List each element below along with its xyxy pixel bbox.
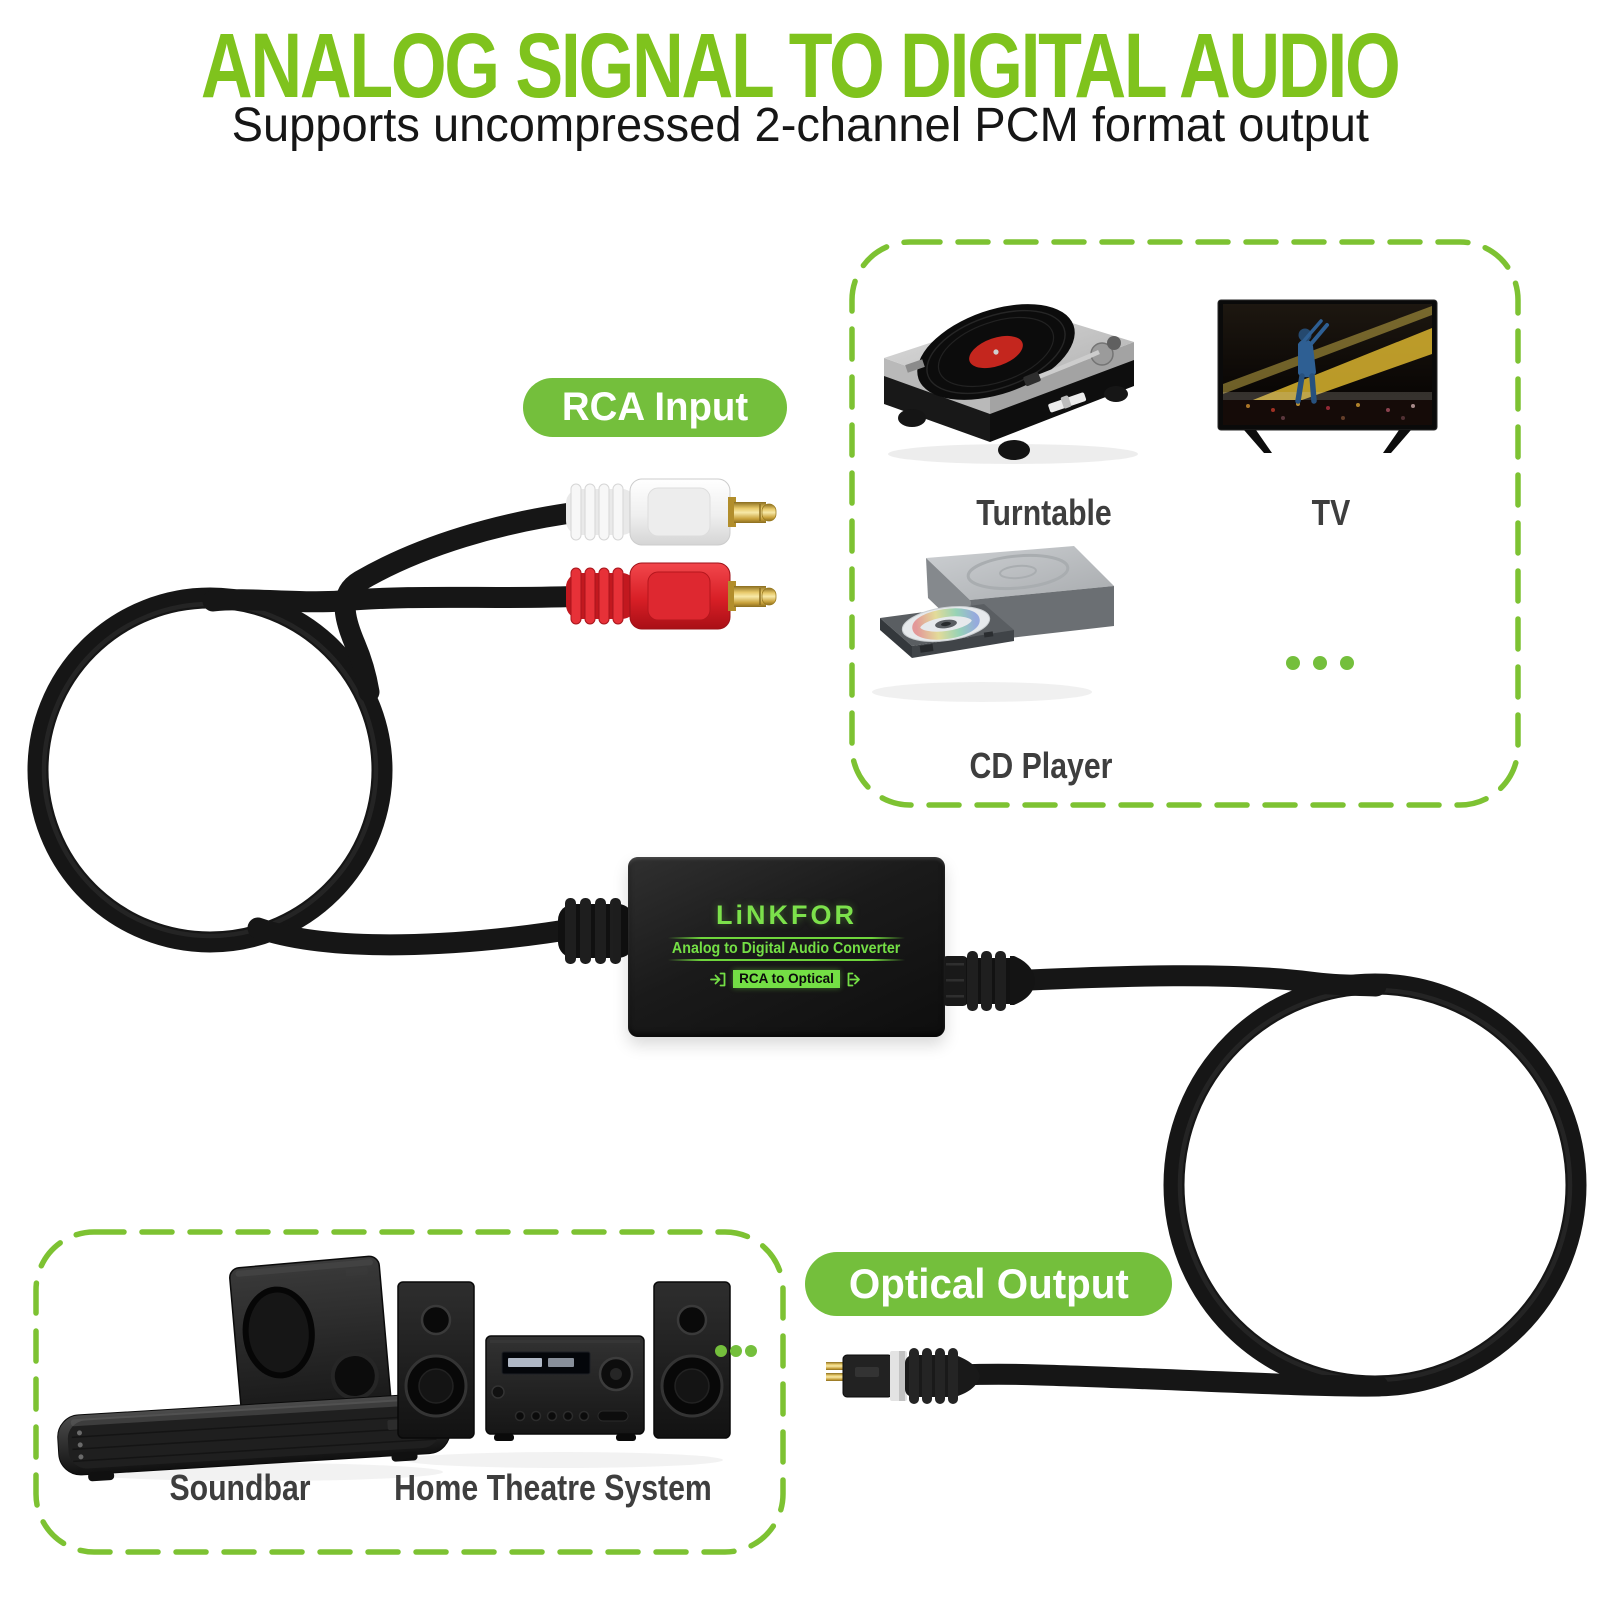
rca-plug-red [566, 562, 777, 630]
rca-white-cable [334, 500, 596, 703]
more-source-devices-dots [1286, 656, 1354, 670]
signal-out-arrow-icon [847, 972, 860, 986]
dot [745, 1345, 757, 1357]
rca-input-label-text: RCA Input [561, 385, 749, 429]
page-title: ANALOG SIGNAL TO DIGITAL AUDIO [0, 20, 1600, 112]
tonearm [1023, 336, 1121, 387]
converter-badge-row: RCA to Optical [628, 969, 945, 989]
label-turntable: Turntable [976, 492, 1112, 533]
label-home-theatre-system: Home Theatre System [394, 1467, 712, 1508]
rca-red-cable [202, 585, 596, 613]
dot [1313, 656, 1327, 670]
right-speaker [653, 1281, 731, 1439]
dot [715, 1345, 727, 1357]
home-theatre-illustration [397, 1281, 731, 1468]
rca-plug-white [566, 478, 777, 546]
turntable-illustration [884, 304, 1138, 464]
cd-player-illustration [872, 546, 1114, 702]
soundbar-illustration [57, 1255, 451, 1482]
output-devices-box [33, 1229, 786, 1555]
page-title-text: ANALOG SIGNAL TO DIGITAL AUDIO [201, 15, 1401, 117]
receiver [485, 1335, 645, 1441]
label-tv: TV [1311, 492, 1351, 533]
converter-right-plug [942, 951, 1035, 1011]
tv-illustration [1217, 299, 1438, 453]
converter-divider-bottom [668, 959, 905, 961]
optical-cable-bottom [951, 1363, 1389, 1397]
converter-divider-top [668, 937, 905, 939]
page-subtitle: Supports uncompressed 2-channel PCM form… [0, 99, 1600, 153]
toslink-plug [826, 1348, 980, 1404]
cables [202, 500, 1389, 1397]
optical-cable-top [1019, 965, 1387, 997]
converter-product-name: Analog to Digital Audio Converter [628, 940, 945, 958]
source-devices-box [849, 239, 1521, 808]
converter-brand: LiNKFOR [716, 900, 857, 930]
page-subtitle-text: Supports uncompressed 2-channel PCM form… [231, 99, 1369, 152]
subwoofer [229, 1255, 394, 1438]
left-speaker [397, 1281, 475, 1439]
dot [1340, 656, 1354, 670]
rca-input-label: RCA Input [523, 378, 787, 437]
more-output-devices-dots [715, 1345, 757, 1357]
bar [57, 1393, 451, 1482]
converter-left-boot [558, 898, 634, 964]
performer-silhouette [1295, 319, 1329, 404]
dot [730, 1345, 742, 1357]
cd-disc [901, 606, 991, 642]
converter-badge: RCA to Optical [733, 970, 840, 988]
dot [1286, 656, 1300, 670]
cable-coil-right [1163, 973, 1587, 1397]
label-soundbar: Soundbar [169, 1467, 311, 1508]
converter-product-name-text: Analog to Digital Audio Converter [672, 940, 901, 957]
converter-device: LiNKFOR Analog to Digital Audio Converte… [628, 857, 945, 1037]
optical-output-label-text: Optical Output [848, 1260, 1129, 1307]
signal-in-arrow-icon [710, 972, 726, 986]
cable-coil-left [27, 587, 393, 953]
optical-output-label: Optical Output [805, 1252, 1172, 1316]
label-cd-player: CD Player [969, 745, 1113, 786]
converter-input-cable [247, 916, 596, 956]
